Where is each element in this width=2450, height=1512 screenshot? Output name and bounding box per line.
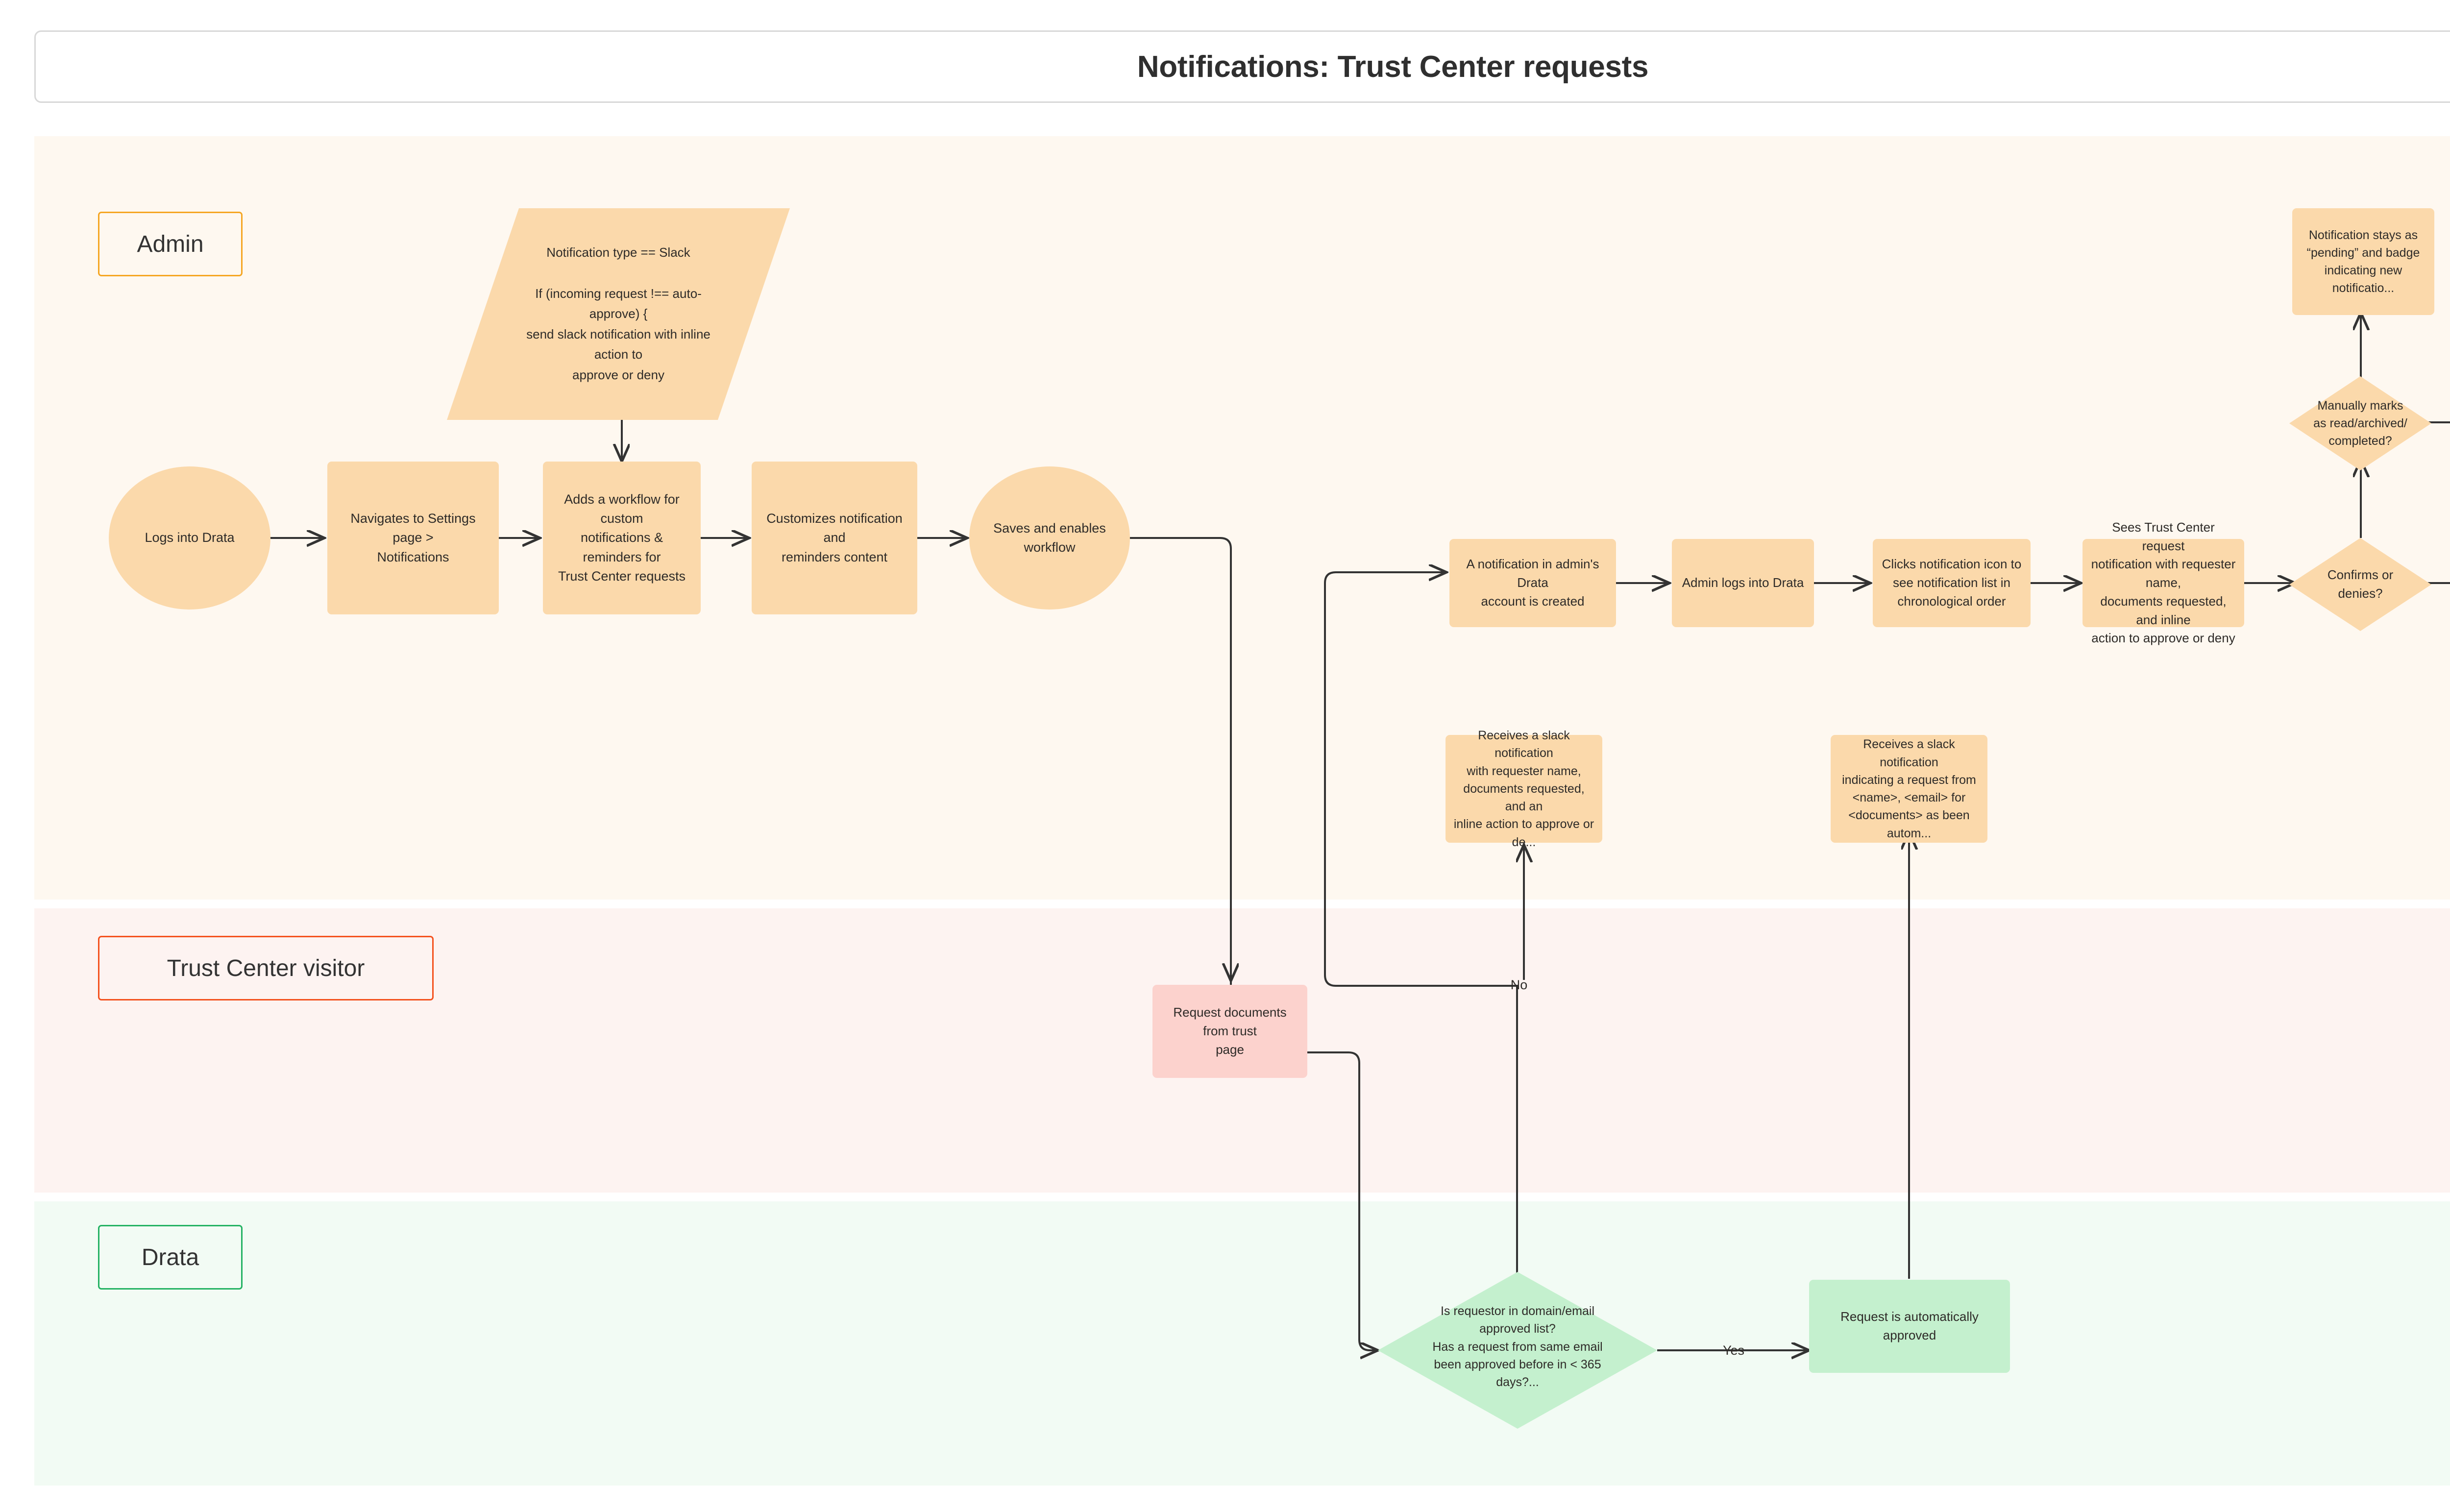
node-confirms-or-denies[interactable]: Confirms or denies? (2289, 538, 2431, 631)
node-notification-stays-pending[interactable]: Notification stays as “pending” and badg… (2292, 208, 2434, 315)
node-confirms-or-denies-label: Confirms or denies? (2327, 567, 2394, 601)
node-slack-rule-note[interactable]: Notification type == Slack If (incoming … (447, 208, 790, 420)
node-navigates-settings[interactable]: Navigates to Settings page > Notificatio… (327, 462, 499, 614)
node-request-documents[interactable]: Request documents from trust page (1152, 985, 1307, 1078)
node-manually-marks-label: Manually marks as read/archived/ complet… (2313, 398, 2407, 448)
node-is-requestor-approved[interactable]: Is requestor in domain/email approved li… (1378, 1272, 1657, 1429)
page-title-bar: Notifications: Trust Center requests (34, 30, 2450, 103)
node-slack-rule-note-label: Notification type == Slack If (incoming … (526, 245, 710, 382)
node-manually-marks[interactable]: Manually marks as read/archived/ complet… (2289, 376, 2431, 470)
lane-label-admin: Admin (98, 212, 243, 276)
node-notification-created[interactable]: A notification in admin's Drata account … (1449, 539, 1616, 627)
node-admin-logs-into-drata[interactable]: Admin logs into Drata (1672, 539, 1814, 627)
node-logs-into-drata[interactable]: Logs into Drata (109, 466, 270, 610)
lane-label-drata: Drata (98, 1225, 243, 1290)
node-adds-workflow[interactable]: Adds a workflow for custom notifications… (543, 462, 701, 614)
node-slack-notification-admin[interactable]: Receives a slack notification with reque… (1446, 729, 1602, 849)
node-slack-notification-auto[interactable]: Receives a slack notification indicating… (1831, 735, 1987, 843)
node-clicks-notification-icon[interactable]: Clicks notification icon to see notifica… (1873, 539, 2031, 627)
node-saves-enables-workflow[interactable]: Saves and enables workflow (969, 466, 1130, 610)
edge-label-no-branch: No (1510, 977, 1528, 992)
edge-label-yes-auto-approve: Yes (1722, 1342, 1745, 1358)
node-is-requestor-approved-label: Is requestor in domain/email approved li… (1432, 1304, 1603, 1389)
lane-drata (34, 1201, 2450, 1486)
lane-label-visitor: Trust Center visitor (98, 936, 434, 1000)
page-title: Notifications: Trust Center requests (1137, 49, 1649, 84)
node-request-auto-approved[interactable]: Request is automatically approved (1809, 1280, 2010, 1373)
node-sees-trust-center-request[interactable]: Sees Trust Center request notification w… (2082, 520, 2244, 645)
node-customizes-content[interactable]: Customizes notification and reminders co… (752, 462, 917, 614)
